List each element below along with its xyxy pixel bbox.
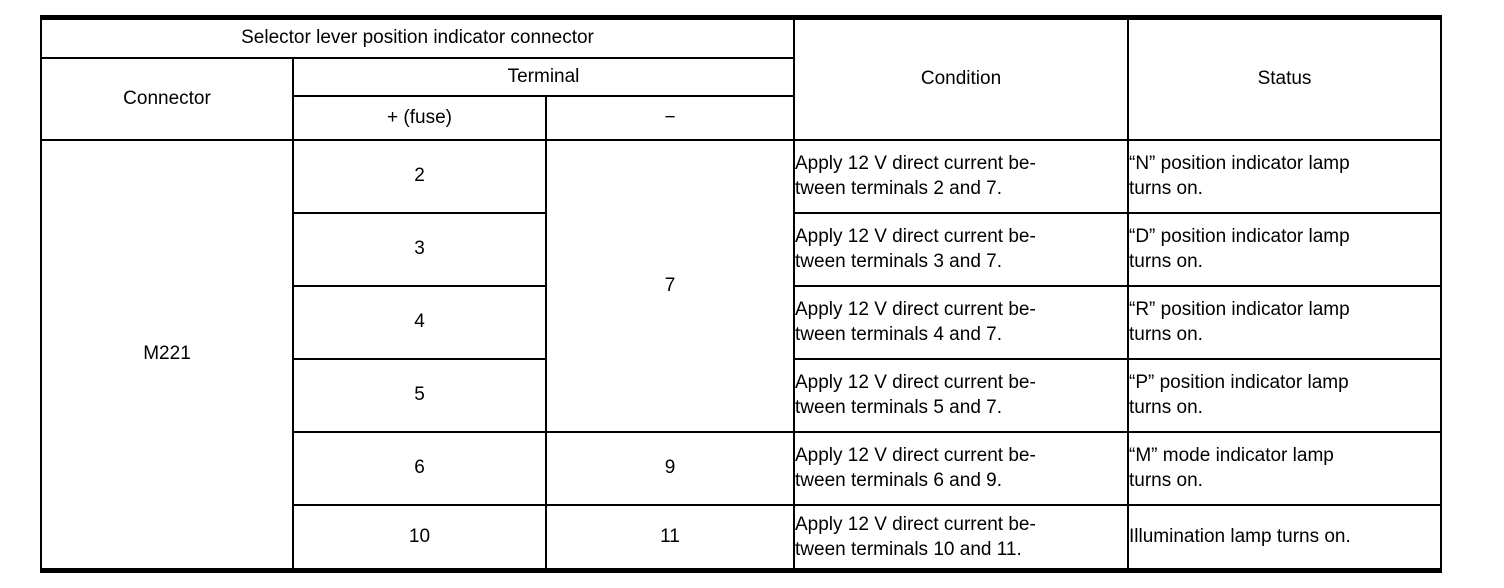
table-row: 3 Apply 12 V direct current be- tween te… <box>41 211 1442 287</box>
table-row: M221 2 7 Apply 12 V direct current be- t… <box>40 138 1442 572</box>
header-terminal-minus: − <box>545 94 795 141</box>
cell-condition: Apply 12 V direct current be- tween term… <box>793 503 1129 572</box>
cell-status: “D” position indicator lamp turns on. <box>1127 211 1442 287</box>
cell-status: “P” position indicator lamp turns on. <box>1127 357 1442 433</box>
cell-terminal-plus: 2 <box>292 138 547 214</box>
cell-terminal-minus: 11 <box>545 503 795 572</box>
table-row: 6 9 Apply 12 V direct current be- tween … <box>41 430 1442 506</box>
header-status: Status <box>1127 16 1442 141</box>
cell-condition: Apply 12 V direct current be- tween term… <box>793 138 1129 214</box>
cell-terminal-minus: 9 <box>545 430 795 506</box>
cell-condition: Apply 12 V direct current be- tween term… <box>793 357 1129 433</box>
header-row-polarity: + (fuse) − <box>41 94 1441 141</box>
cell-connector-value: M221 <box>40 138 294 572</box>
cell-condition: Apply 12 V direct current be- tween term… <box>793 211 1129 287</box>
cell-terminal-plus: 6 <box>292 430 547 506</box>
cell-status: Illumination lamp turns on. <box>1127 503 1442 572</box>
header-terminal-plus: + (fuse) <box>292 94 547 141</box>
header-row-group: Selector lever position indicator connec… <box>40 16 1442 141</box>
cell-status: “M” mode indicator lamp turns on. <box>1127 430 1442 506</box>
selector-lever-indicator-check-table: Selector lever position indicator connec… <box>40 15 1442 573</box>
cell-terminal-plus: 5 <box>292 357 547 433</box>
cell-terminal-plus: 3 <box>292 211 547 287</box>
cell-terminal-minus: 7 <box>545 138 795 433</box>
header-row-terminal: Connector Terminal <box>40 56 1441 141</box>
cell-status: “N” position indicator lamp turns on. <box>1127 138 1442 214</box>
header-group-title: Selector lever position indicator connec… <box>40 16 795 59</box>
header-terminal: Terminal <box>292 56 795 97</box>
table-row: 5 Apply 12 V direct current be- tween te… <box>41 357 1442 433</box>
table-row: 4 Apply 12 V direct current be- tween te… <box>41 284 1442 360</box>
cell-terminal-plus: 4 <box>292 284 547 360</box>
cell-condition: Apply 12 V direct current be- tween term… <box>793 284 1129 360</box>
header-condition: Condition <box>793 16 1129 141</box>
header-connector: Connector <box>40 56 294 141</box>
cell-condition: Apply 12 V direct current be- tween term… <box>793 430 1129 506</box>
table-row: 10 11 Apply 12 V direct current be- twee… <box>41 503 1442 572</box>
cell-status: “R” position indicator lamp turns on. <box>1127 284 1442 360</box>
terminal-check-table-wrap: Selector lever position indicator connec… <box>40 15 1442 573</box>
cell-terminal-plus: 10 <box>292 503 547 572</box>
